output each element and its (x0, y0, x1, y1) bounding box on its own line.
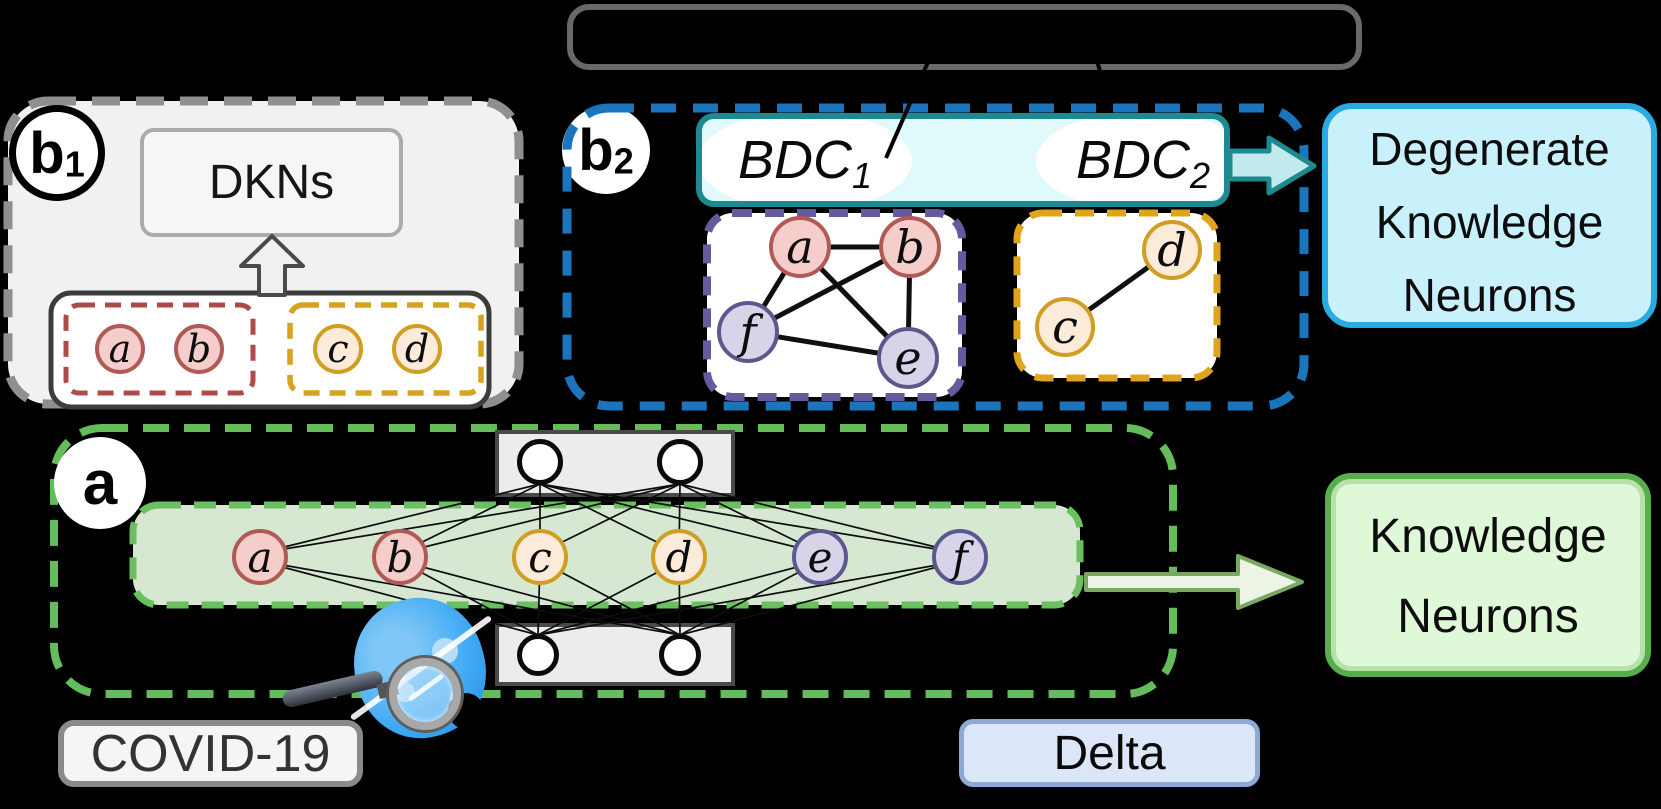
hidden-node-e: e (792, 529, 848, 585)
pair-node-d: d (1142, 220, 1202, 280)
degenerate-arrow (1227, 135, 1317, 196)
hidden-node-c: c (512, 529, 568, 585)
dkns-box: DKNs (140, 128, 403, 237)
b1-node-b: b (174, 324, 224, 374)
caption-box (567, 4, 1362, 70)
knowledge-line-1: Knowledge (1369, 510, 1607, 563)
b2-panel-outline (562, 103, 1309, 411)
bottom-io-neuron-1 (517, 634, 559, 676)
b1-node-d-label: d (404, 327, 430, 371)
hidden-node-e-label: e (807, 532, 833, 582)
a-badge-label: a (82, 448, 118, 518)
hidden-node-a: a (232, 529, 288, 585)
dkns-label: DKNs (208, 156, 335, 209)
hidden-node-a-label: a (247, 532, 273, 582)
b1-node-c-label: c (327, 327, 349, 371)
degenerate-knowledge-neurons-box: Degenerate Knowledge Neurons (1322, 103, 1657, 328)
bdc2-subscript: 2 (1189, 155, 1211, 196)
a-badge: a (54, 437, 146, 529)
clique-node-a-label: a (786, 220, 814, 274)
clique-node-f: f (717, 301, 779, 363)
hidden-node-f-label: f (952, 532, 968, 582)
b2-badge-label: b (578, 117, 614, 183)
top-io-neuron-1 (517, 439, 563, 485)
knowledge-neurons-box: Knowledge Neurons (1325, 473, 1651, 677)
top-io-neuron-2 (657, 439, 703, 485)
knowledge-arrow (1084, 554, 1304, 610)
b1-badge-subscript: 1 (64, 143, 85, 185)
up-arrow (239, 234, 305, 297)
b1-node-a-label: a (108, 327, 132, 371)
clique-node-e: e (877, 327, 939, 389)
bdc2-highlight (1036, 119, 1224, 201)
bdc1-highlight (702, 119, 912, 201)
pair-node-d-label: d (1157, 223, 1187, 277)
hidden-node-f: f (932, 529, 988, 585)
hidden-node-d: d (651, 529, 707, 585)
pair-node-c-label: c (1052, 300, 1078, 354)
bottom-io-neuron-2 (659, 634, 701, 676)
bdc1-subscript: 1 (851, 155, 873, 196)
hidden-node-b: b (372, 529, 428, 585)
bdc2-base: BDC (1075, 130, 1190, 190)
clique-node-e-label: e (894, 331, 922, 385)
delta-label-box: Delta (959, 719, 1260, 787)
degenerate-line-3: Neurons (1402, 269, 1577, 321)
clique-node-b-label: b (895, 220, 925, 274)
clique-node-f-label: f (739, 305, 757, 359)
magnifying-glass-icon (389, 658, 461, 730)
clique-node-b: b (879, 216, 941, 278)
bdc1-base: BDC (737, 130, 852, 190)
degenerate-line-1: Degenerate (1369, 123, 1610, 175)
delta-label: Delta (1053, 726, 1166, 780)
hidden-node-b-label: b (386, 532, 414, 582)
magnifier-group (250, 583, 520, 809)
b1-node-b-label: b (186, 327, 212, 371)
b1-badge-label: b (29, 120, 65, 186)
b1-node-a: a (95, 324, 145, 374)
degenerate-line-2: Knowledge (1375, 196, 1604, 248)
covid19-label: COVID-19 (90, 724, 331, 783)
b1-node-d: d (392, 324, 442, 374)
knowledge-line-2: Neurons (1397, 590, 1579, 643)
clique-node-a: a (769, 216, 831, 278)
covid19-label-box: COVID-19 (58, 720, 363, 787)
hidden-node-d-label: d (665, 532, 693, 582)
b2-badge-subscript: 2 (613, 140, 634, 182)
pair-node-c: c (1035, 297, 1095, 357)
b1-node-c: c (313, 324, 363, 374)
a-panel-outline (50, 424, 1177, 698)
hidden-node-c-label: c (528, 532, 552, 582)
